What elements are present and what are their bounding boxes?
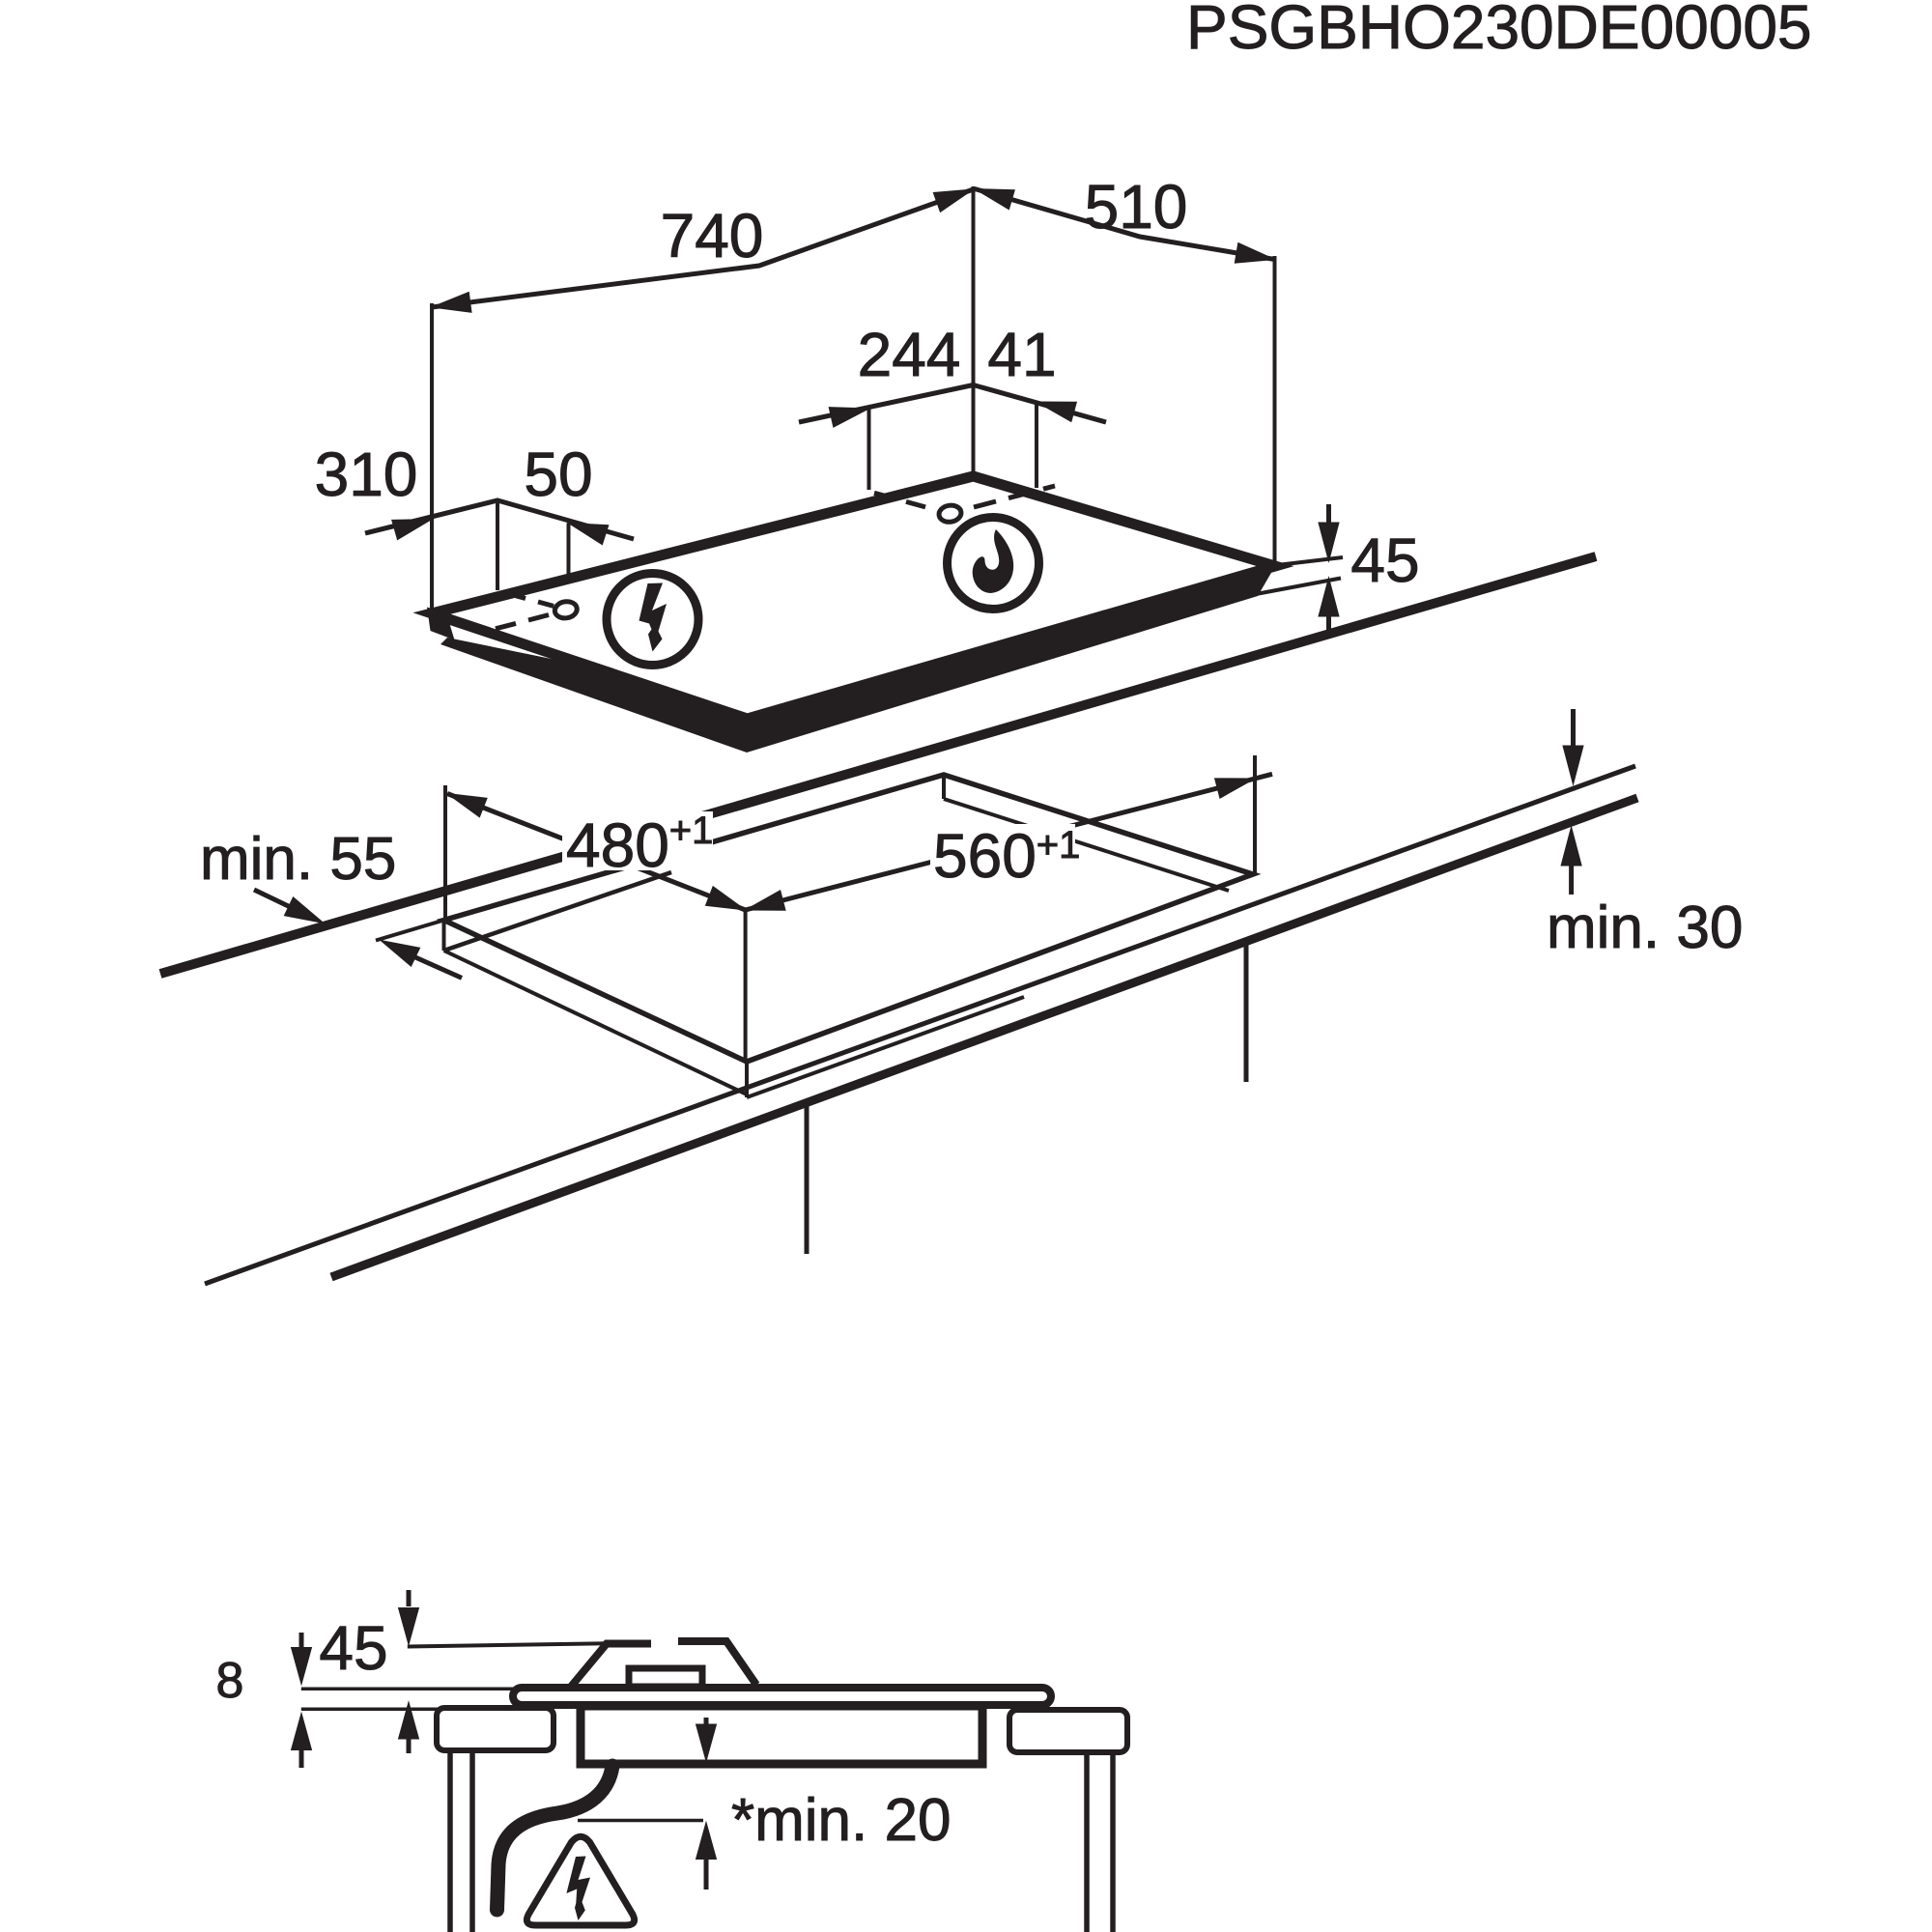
svg-text:560+1: 560+1: [933, 821, 1080, 891]
svg-text:*min. 20: *min. 20: [731, 1787, 951, 1854]
svg-text:244: 244: [858, 320, 961, 389]
svg-text:PSGBHO230DE00005: PSGBHO230DE00005: [1186, 0, 1812, 62]
svg-text:310: 310: [315, 440, 418, 509]
svg-text:480+1: 480+1: [566, 810, 713, 880]
svg-text:510: 510: [1085, 172, 1188, 242]
svg-text:740: 740: [661, 201, 764, 270]
svg-text:41: 41: [987, 320, 1056, 389]
svg-text:45: 45: [319, 1613, 387, 1683]
svg-text:min. 30: min. 30: [1547, 895, 1743, 961]
svg-text:50: 50: [524, 440, 592, 509]
svg-text:8: 8: [216, 1653, 244, 1709]
svg-text:min. 55: min. 55: [200, 826, 396, 893]
svg-text:45: 45: [1350, 526, 1419, 595]
